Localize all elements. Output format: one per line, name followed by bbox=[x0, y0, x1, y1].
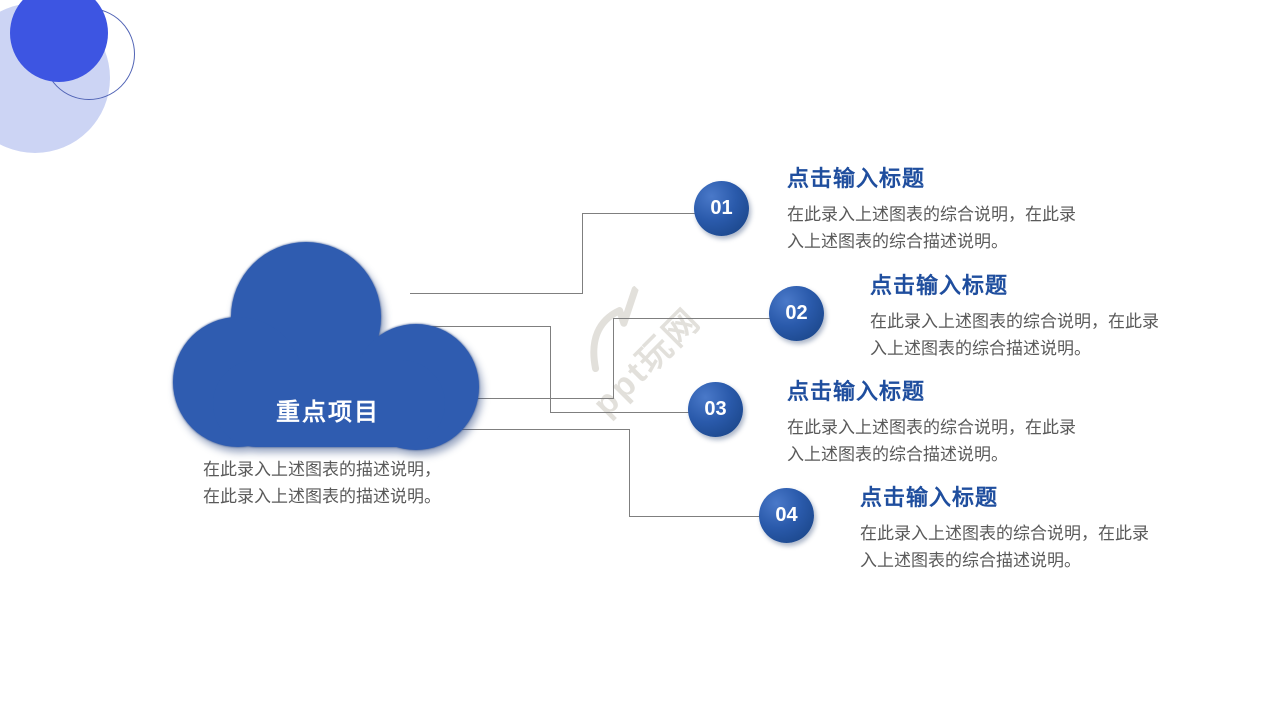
connector-line-01 bbox=[582, 213, 583, 294]
connector-line-04 bbox=[629, 429, 630, 517]
item-block-04: 点击输入标题 在此录入上述图表的综合说明，在此录入上述图表的综合描述说明。 bbox=[860, 480, 1165, 574]
item-description[interactable]: 在此录入上述图表的综合说明，在此录入上述图表的综合描述说明。 bbox=[870, 312, 1159, 358]
watermark-swoosh-icon bbox=[590, 285, 639, 373]
connector-line-02 bbox=[613, 318, 771, 319]
cloud-description[interactable]: 在此录入上述图表的描述说明，在此录入上述图表的描述说明。 bbox=[203, 460, 441, 506]
connector-line-04 bbox=[440, 429, 630, 430]
connector-line-04 bbox=[629, 516, 761, 517]
number-badge-03[interactable]: 03 bbox=[688, 382, 743, 437]
connector-line-03 bbox=[415, 326, 550, 327]
decor-solid-circle bbox=[10, 0, 108, 82]
connector-line-01 bbox=[582, 213, 696, 214]
item-title[interactable]: 点击输入标题 bbox=[787, 166, 926, 191]
number-badge-04[interactable]: 04 bbox=[759, 488, 814, 543]
number-badge-02[interactable]: 02 bbox=[769, 286, 824, 341]
item-block-01: 点击输入标题 在此录入上述图表的综合说明，在此录入上述图表的综合描述说明。 bbox=[787, 161, 1092, 255]
cloud-bump-bottom bbox=[213, 360, 445, 447]
item-title[interactable]: 点击输入标题 bbox=[787, 379, 926, 404]
connector-line-03 bbox=[550, 326, 551, 413]
watermark: ppt玩网 bbox=[480, 195, 819, 534]
cloud-label[interactable]: 重点项目 bbox=[276, 399, 380, 426]
connector-line-03 bbox=[550, 412, 690, 413]
item-description[interactable]: 在此录入上述图表的综合说明，在此录入上述图表的综合描述说明。 bbox=[787, 418, 1076, 464]
connector-line-01 bbox=[410, 293, 582, 294]
item-title[interactable]: 点击输入标题 bbox=[860, 485, 999, 510]
connector-line-02 bbox=[613, 318, 614, 399]
item-description[interactable]: 在此录入上述图表的综合说明，在此录入上述图表的综合描述说明。 bbox=[787, 205, 1076, 251]
item-block-03: 点击输入标题 在此录入上述图表的综合说明，在此录入上述图表的综合描述说明。 bbox=[787, 374, 1092, 468]
item-description[interactable]: 在此录入上述图表的综合说明，在此录入上述图表的综合描述说明。 bbox=[860, 524, 1149, 570]
cloud-shape[interactable]: 重点项目 bbox=[173, 242, 483, 450]
item-title[interactable]: 点击输入标题 bbox=[870, 273, 1009, 298]
connector-line-02 bbox=[450, 398, 614, 399]
item-block-02: 点击输入标题 在此录入上述图表的综合说明，在此录入上述图表的综合描述说明。 bbox=[870, 268, 1175, 362]
number-badge-01[interactable]: 01 bbox=[694, 181, 749, 236]
watermark-text: ppt玩网 bbox=[585, 300, 709, 424]
